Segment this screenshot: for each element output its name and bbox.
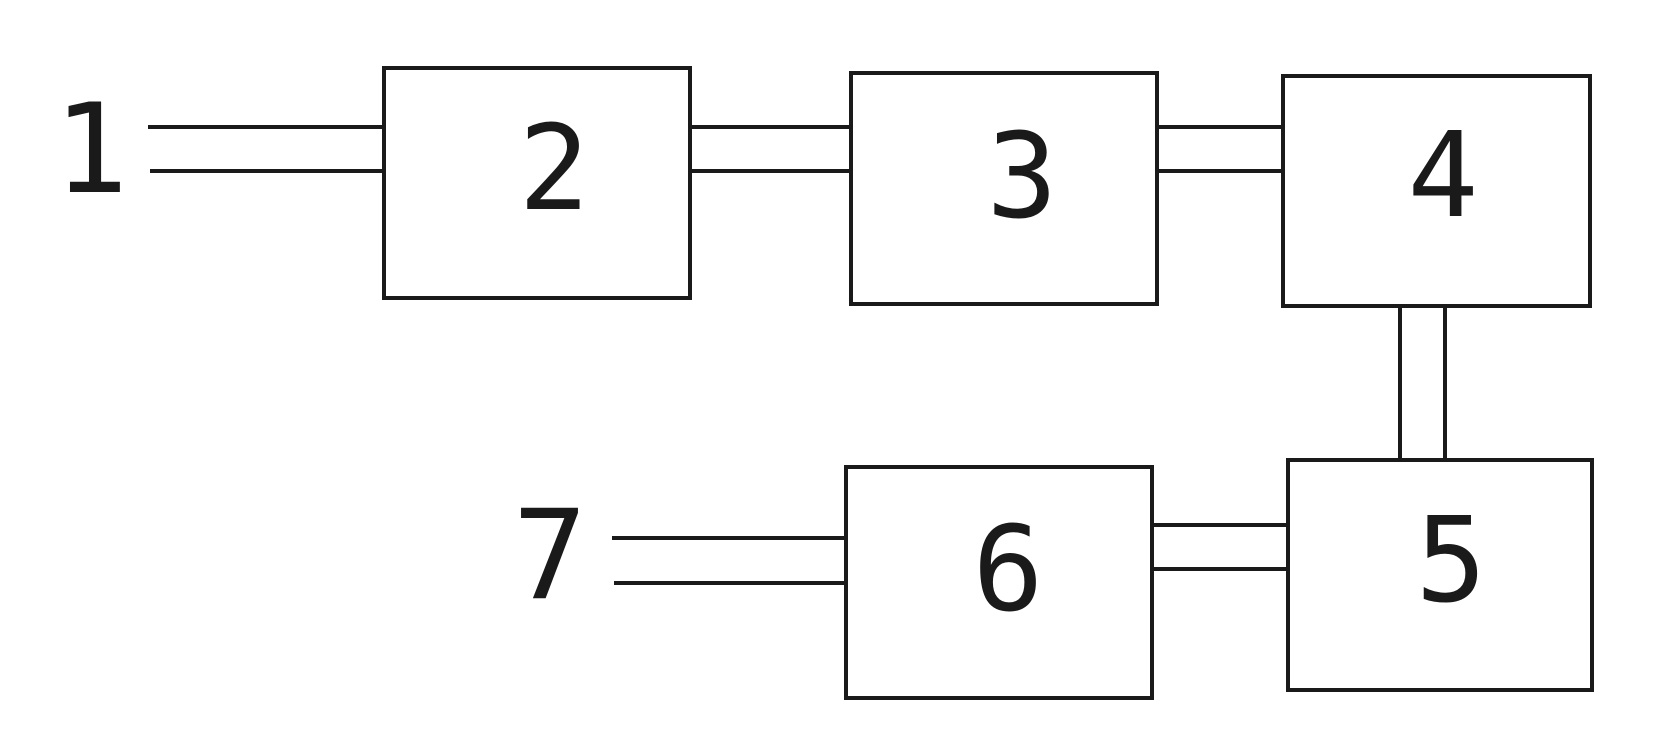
connection-5-6 <box>1152 523 1288 571</box>
block-5: 5 <box>1286 458 1594 692</box>
block-5-box <box>1286 458 1594 692</box>
block-6-box <box>844 465 1154 700</box>
connection-4-5 <box>1398 307 1447 460</box>
block-5-label: 5 <box>1415 491 1486 629</box>
connection-2-3 <box>690 125 851 173</box>
block-4-box <box>1281 74 1592 308</box>
connection-6-7 <box>612 536 851 585</box>
block-3-box <box>849 71 1159 306</box>
terminal-7-label: 7 <box>513 484 588 628</box>
block-6-label: 6 <box>972 500 1043 638</box>
block-2: 2 <box>382 66 692 300</box>
block-6: 6 <box>844 465 1154 700</box>
block-3-label: 3 <box>986 107 1057 245</box>
block-4-label: 4 <box>1407 106 1478 244</box>
block-2-box <box>382 66 692 300</box>
block-2-label: 2 <box>518 99 589 237</box>
connection-1-2 <box>148 125 384 173</box>
block-3: 3 <box>849 71 1159 306</box>
terminal-1-label: 1 <box>54 78 129 222</box>
block-4: 4 <box>1281 74 1592 308</box>
connection-3-4 <box>1157 125 1283 173</box>
